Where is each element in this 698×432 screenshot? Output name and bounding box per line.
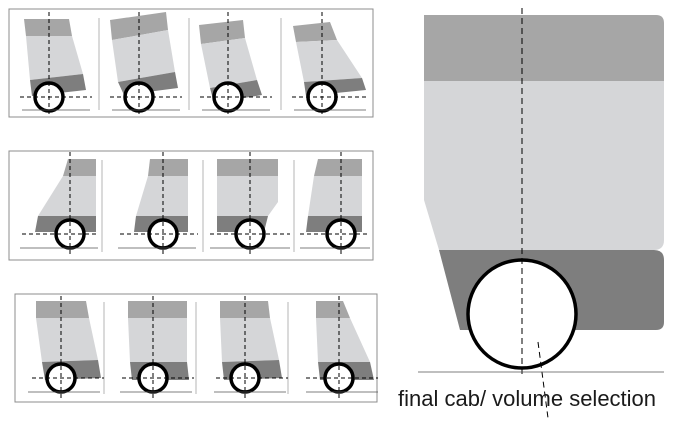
final-cab-body: [424, 81, 664, 250]
cab-variant-1-4: [292, 12, 368, 114]
cab-variant-1-3: [199, 12, 272, 114]
variants-panel-row-1: [8, 8, 374, 118]
final-cab-roof: [424, 15, 664, 81]
cab-variant-2-2: [118, 152, 198, 256]
cab-variant-2-3: [210, 152, 290, 256]
cab-variant-2-4: [300, 152, 370, 256]
cab-variant-3-2: [120, 296, 194, 398]
cab-variant-2-1: [20, 152, 99, 256]
variants-panel-row-2: [8, 150, 374, 261]
cab-variant-1-1: [20, 12, 92, 114]
final-selection-caption: final cab/ volume selection: [398, 386, 657, 411]
panel-separators: [98, 18, 295, 394]
cab-variant-3-4: [306, 296, 378, 398]
final-cab-guide-line: [537, 341, 549, 419]
cab-variant-3-3: [214, 296, 288, 398]
cab-variant-3-1: [28, 296, 104, 398]
cab-variant-1-2: [110, 12, 182, 114]
final-cab-volume: [418, 8, 664, 419]
variants-panel-row-3: [14, 293, 378, 403]
